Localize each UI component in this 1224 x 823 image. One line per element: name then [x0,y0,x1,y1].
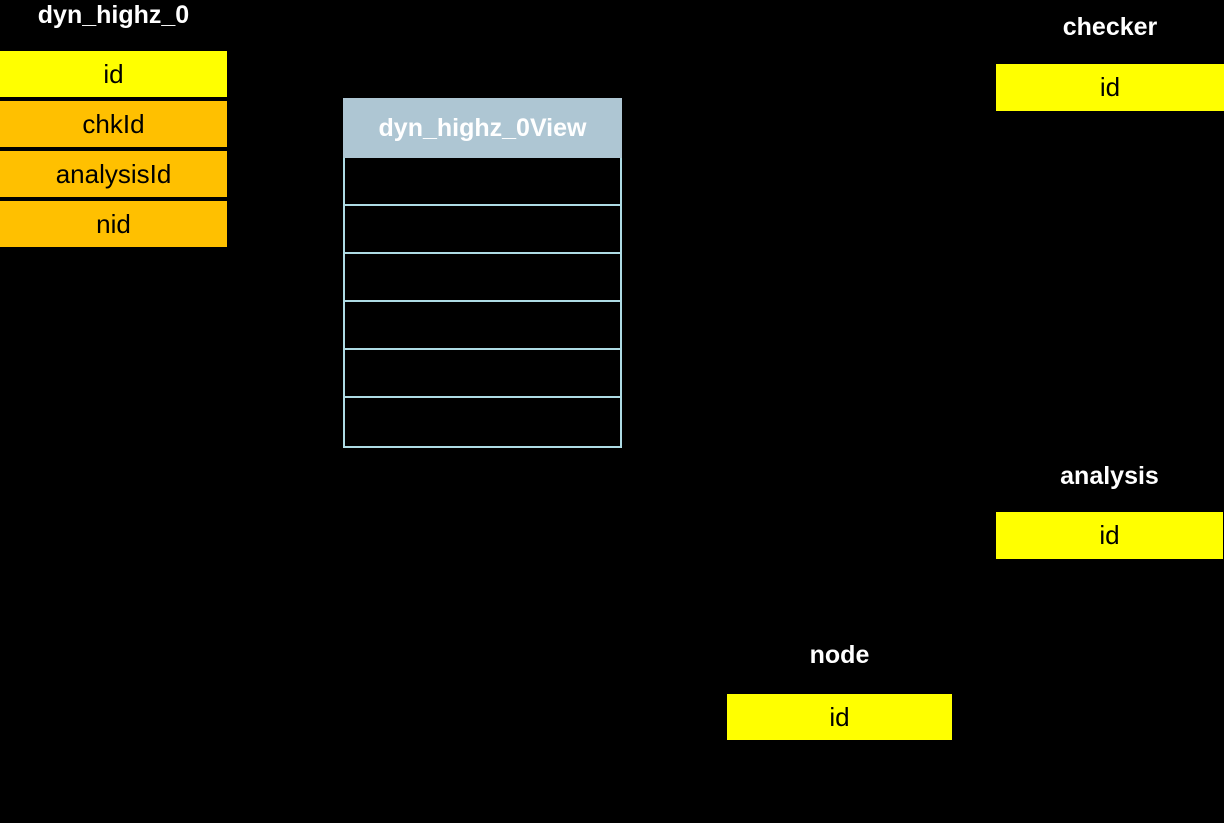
view-empty-row[interactable] [345,206,620,254]
column-row-id[interactable]: id [996,64,1224,111]
table-dyn-highz-0-view-rows [343,158,622,448]
table-checker-rows: id [996,64,1224,111]
view-empty-row[interactable] [345,254,620,302]
view-empty-row[interactable] [345,158,620,206]
table-analysis[interactable]: analysis id [996,461,1223,559]
column-row-id[interactable]: id [996,512,1223,559]
column-row-chkid[interactable]: chkId [0,101,227,147]
table-checker[interactable]: checker id [996,12,1224,111]
table-node[interactable]: node id [727,640,952,740]
table-dyn-highz-0[interactable]: dyn_highz_0 id chkId analysisId nid [0,0,227,247]
table-analysis-title: analysis [1060,462,1159,490]
view-empty-row[interactable] [345,302,620,350]
table-analysis-rows: id [996,512,1223,559]
column-row-id[interactable]: id [727,694,952,740]
view-empty-row[interactable] [345,350,620,398]
table-checker-title: checker [1062,13,1158,41]
table-node-title: node [809,641,870,669]
table-dyn-highz-0-view-header: dyn_highz_0View [343,98,622,158]
view-empty-row[interactable] [345,398,620,446]
table-node-rows: id [727,694,952,740]
table-dyn-highz-0-rows: id chkId analysisId nid [0,51,227,247]
column-row-nid[interactable]: nid [0,201,227,247]
column-row-analysisid[interactable]: analysisId [0,151,227,197]
column-row-id[interactable]: id [0,51,227,97]
table-dyn-highz-0-title: dyn_highz_0 [37,1,190,29]
table-dyn-highz-0-view[interactable]: dyn_highz_0View [343,98,622,448]
